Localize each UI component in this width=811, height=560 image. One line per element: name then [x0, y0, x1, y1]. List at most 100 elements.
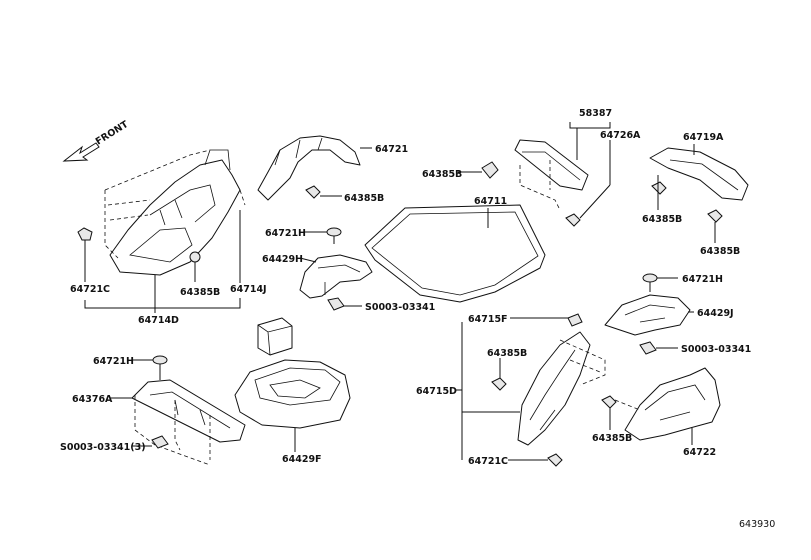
- spare-tray-well: [269, 379, 321, 399]
- bracket-64714d: [84, 298, 241, 309]
- label-64429h: 64429H: [262, 254, 303, 265]
- spare-tray-group: 64429F: [234, 317, 351, 465]
- tray-detail: [149, 391, 231, 429]
- label-64721h-b: 64721H: [682, 274, 723, 285]
- trunk-mat: [364, 204, 546, 303]
- button-64721h-c: [152, 355, 168, 365]
- trunk-mat-inner: [371, 211, 539, 296]
- label-64721-top: 64721: [375, 144, 408, 155]
- clip-64721c-left: [77, 227, 93, 282]
- label-64714d: 64714D: [138, 315, 179, 326]
- sill-cover-group: 64719A 64385B 64385B: [642, 132, 749, 257]
- label-64385b-e: 64385B: [700, 246, 740, 257]
- label-58387: 58387: [579, 108, 612, 119]
- label-64714j: 64714J: [230, 284, 267, 295]
- tray-64376a: [131, 379, 246, 443]
- label-64721c-left: 64721C: [70, 284, 110, 295]
- label-64721h-a: 64721H: [265, 228, 306, 239]
- label-s0003-a: S0003-03341: [365, 302, 435, 313]
- label-64385b-left: 64385B: [180, 287, 220, 298]
- wheelhouse-right-group: 64385B 64722: [592, 367, 721, 458]
- clip-s0003-b: [639, 341, 657, 355]
- quarter-trim-left-group: 64721C 64385B 64714J 64714D: [70, 149, 267, 326]
- clip-s0003-c: [151, 435, 169, 449]
- label-64722: 64722: [683, 447, 716, 458]
- label-64721h-c: 64721H: [93, 356, 134, 367]
- front-arrow-icon: [62, 142, 100, 162]
- trim-dash-4: [109, 214, 149, 221]
- right-quarter-trim: [517, 331, 591, 446]
- clip-64385b-cover: [305, 185, 321, 199]
- right-trim-dash: [559, 339, 606, 386]
- trim-top-tab: [204, 149, 231, 171]
- spare-tray: [234, 359, 351, 429]
- bolt-64385b-g: [601, 395, 617, 409]
- front-label: FRONT: [94, 119, 131, 148]
- sill-cover: [649, 147, 749, 201]
- label-64429j: 64429J: [697, 308, 734, 319]
- label-64715d: 64715D: [416, 386, 457, 397]
- wheelhouse-right-dash: [614, 399, 641, 411]
- spare-tray-inner: [254, 367, 341, 406]
- clip-64385b-e: [707, 209, 723, 223]
- tray-64376a-group: 64721H 64376A S0003-03341(3): [60, 355, 246, 466]
- trunk-mat-group: 64711: [364, 196, 546, 303]
- front-direction-indicator: FRONT: [62, 119, 131, 162]
- trim-dash-5: [239, 189, 246, 206]
- label-64385b-c: 64385B: [422, 169, 462, 180]
- label-64385b-cover: 64385B: [344, 193, 384, 204]
- trim-dash-3: [107, 199, 151, 206]
- label-64715f: 64715F: [468, 314, 508, 325]
- label-s0003-b: S0003-03341: [681, 344, 751, 355]
- trim-dash-1: [104, 149, 211, 191]
- holder-64429j-group: 64721H 64429J S0003-03341: [604, 273, 751, 355]
- wheelhouse-cover-group: 64721 64385B: [257, 135, 408, 204]
- label-64711: 64711: [474, 196, 507, 207]
- cover-ribs: [274, 137, 323, 166]
- button-64721h-a: [326, 227, 342, 237]
- clip-64385b-c: [481, 161, 499, 179]
- label-64726a: 64726A: [600, 130, 641, 141]
- right-trim-detail: [529, 349, 576, 431]
- clip-64726a: [565, 213, 581, 227]
- diagram-code: 643930: [739, 519, 775, 530]
- label-64719a: 64719A: [683, 132, 724, 143]
- trim-ribs: [159, 199, 183, 226]
- bracket-58387: [569, 122, 611, 129]
- label-64385b-g: 64385B: [592, 433, 632, 444]
- holder-64429h-group: 64721H 64429H S0003-03341: [262, 227, 435, 313]
- wheelhouse-right-detail: [644, 384, 706, 421]
- label-64385b-d: 64385B: [642, 214, 682, 225]
- spare-box: [257, 317, 293, 356]
- label-64385b-f: 64385B: [487, 348, 527, 359]
- wheelhouse-cover-right: [624, 367, 721, 441]
- trim-pocket: [129, 227, 193, 263]
- quarter-trim-right-group: 64715F 64385B 64715D 64721C: [416, 313, 606, 467]
- trim-contour: [149, 184, 216, 223]
- spare-box-edges: [257, 324, 293, 356]
- holder-j-detail: [624, 304, 676, 323]
- label-s0003-c: S0003-03341(3): [60, 442, 146, 453]
- holder-64429h: [299, 254, 373, 299]
- clip-64721c-b: [547, 453, 563, 467]
- bracket-dash: [519, 165, 561, 211]
- right-trim-dash-2: [569, 359, 601, 373]
- holder-64429j: [604, 294, 691, 336]
- rear-bracket-group: 58387 64726A 64385B: [422, 108, 641, 227]
- rear-bracket: [514, 139, 589, 191]
- bolt-64385b-left: [189, 251, 201, 282]
- label-64721c-b: 64721C: [468, 456, 508, 467]
- bolt-64385b-f: [491, 377, 507, 391]
- bracket-edge: [522, 151, 581, 181]
- holder-detail: [317, 264, 361, 295]
- clip-64385b-d: [651, 181, 667, 195]
- label-64376a: 64376A: [72, 394, 113, 405]
- wheelhouse-cover: [257, 135, 361, 201]
- clip-s0003-a: [327, 297, 345, 311]
- tray-dash-1: [134, 395, 211, 466]
- sill-cover-edge: [669, 159, 739, 191]
- button-64721h-b: [642, 273, 658, 283]
- label-64429f: 64429F: [282, 454, 322, 465]
- clip-64715f: [567, 313, 583, 327]
